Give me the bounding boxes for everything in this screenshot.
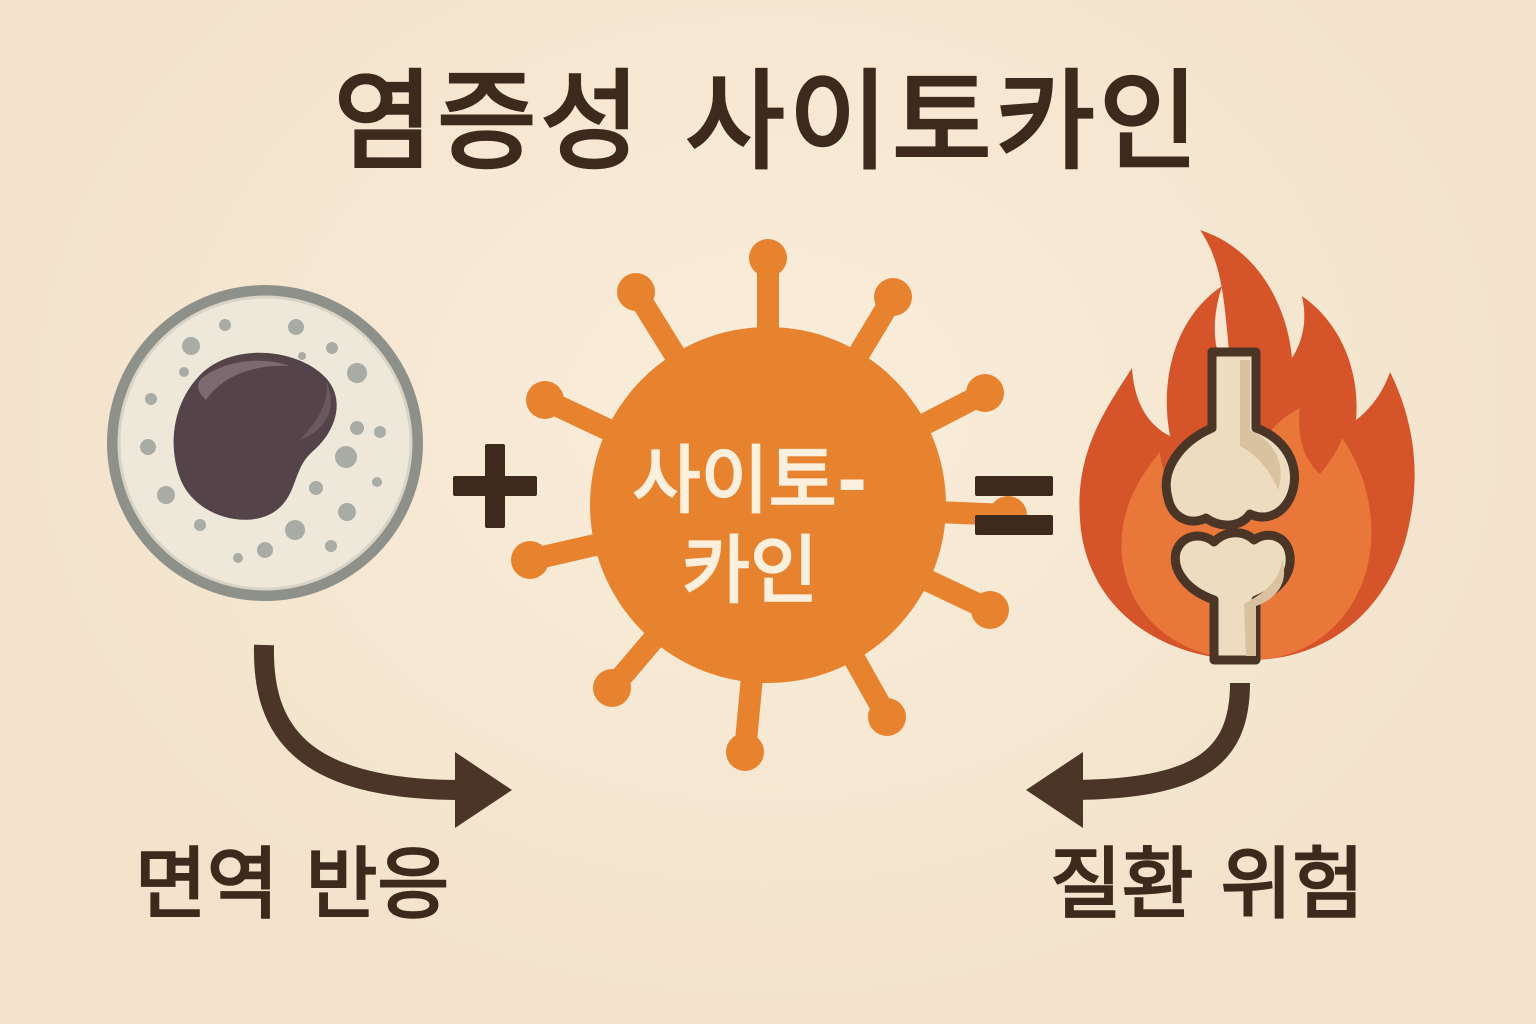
equals-icon xyxy=(975,476,1053,535)
curved-arrow-left-icon xyxy=(1026,682,1250,828)
cytokine-label-line2: 카인 xyxy=(681,528,819,614)
immune-cell-icon xyxy=(107,285,423,601)
page-title: 염증성 사이토카인 xyxy=(333,60,1203,185)
cytokine-label-line1: 사이토- xyxy=(632,438,868,524)
virus-icon xyxy=(511,239,1027,771)
plus-icon xyxy=(453,444,537,528)
disease-risk-label: 질환 위험 xyxy=(1050,840,1365,930)
flame-joint-icon xyxy=(1079,230,1415,665)
immune-response-label: 면역 반응 xyxy=(135,840,450,930)
curved-arrow-right-icon xyxy=(253,644,512,828)
